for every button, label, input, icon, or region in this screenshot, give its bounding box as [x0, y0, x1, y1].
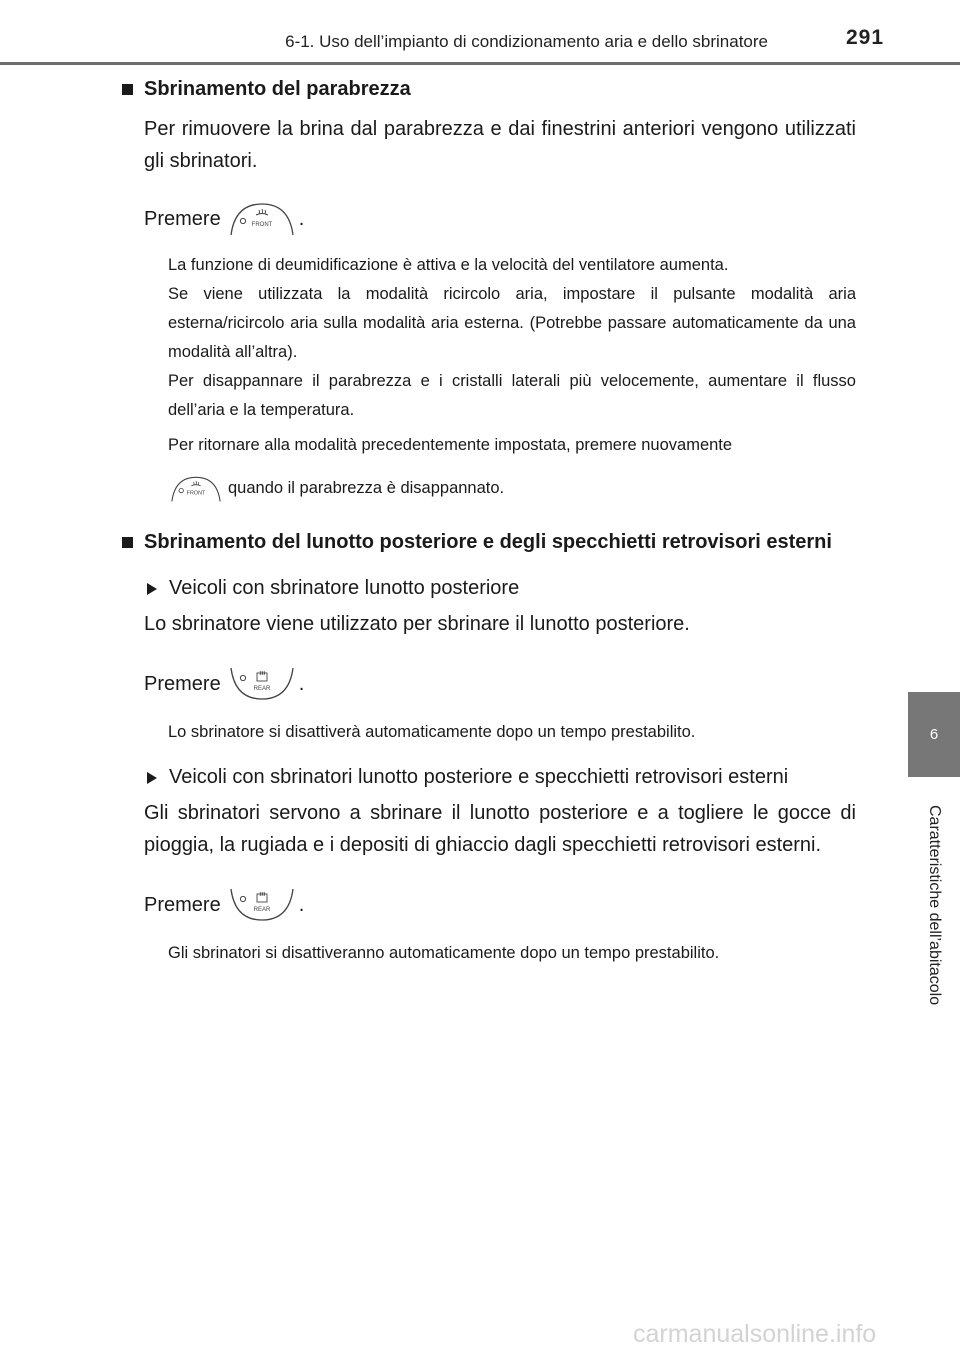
- main-content: Sbrinamento del parabrezza Per rimuovere…: [120, 74, 856, 968]
- front-defroster-button-icon: FRONT: [168, 475, 224, 503]
- rear-sub1-text: Lo sbrinatore viene utilizzato per sbrin…: [144, 613, 690, 635]
- press-suffix: .: [298, 894, 305, 916]
- rear-sub2-heading: Veicoli con sbrinatori lunotto posterior…: [144, 761, 856, 793]
- triangle-bullet-icon: [147, 583, 157, 595]
- press-suffix: .: [298, 673, 305, 695]
- section-title: 6-1. Uso dell’impianto di condizionament…: [285, 32, 768, 51]
- rear-heading: Sbrinamento del lunotto posteriore e deg…: [120, 527, 856, 558]
- windshield-note-4a: Per ritornare alla modalità precedenteme…: [168, 436, 733, 454]
- windshield-note-1: La funzione di deumidificazione è attiva…: [168, 256, 729, 274]
- rear-press-instruction-1: Premere REAR .: [144, 666, 856, 702]
- windshield-heading: Sbrinamento del parabrezza: [120, 74, 856, 105]
- windshield-note-2: Se viene utilizzata la modalità ricircol…: [168, 285, 856, 361]
- rear-button-text: REAR: [253, 686, 270, 692]
- rear-sub1-heading: Veicoli con sbrinatore lunotto posterior…: [144, 572, 856, 604]
- rear-heading-text: Sbrinamento del lunotto posteriore e deg…: [144, 531, 832, 553]
- rear-button-text: REAR: [253, 907, 270, 913]
- press-label: Premere: [144, 208, 221, 230]
- windshield-note-4b: quando il parabrezza è disappannato.: [228, 479, 505, 497]
- chapter-label: Caratteristiche dell’abitacolo: [926, 804, 943, 1006]
- rear-sub1-note: Lo sbrinatore si disattiverà automaticam…: [168, 723, 696, 741]
- press-label: Premere: [144, 673, 221, 695]
- watermark: carmanualsonline.info: [633, 1320, 877, 1348]
- rear-press-instruction-2: Premere REAR .: [144, 887, 856, 923]
- page-number: 291: [846, 26, 885, 49]
- press-suffix: .: [298, 208, 305, 230]
- rear-sub2-note: Gli sbrinatori si disattiveranno automat…: [168, 944, 720, 962]
- square-bullet-icon: [122, 537, 133, 548]
- chapter-label-container: Caratteristiche dell’abitacolo: [908, 780, 960, 1030]
- header-rule: [0, 62, 960, 65]
- front-button-text: FRONT: [187, 490, 206, 496]
- rear-sub1-heading-text: Veicoli con sbrinatore lunotto posterior…: [169, 577, 520, 599]
- chapter-tab: 6: [908, 692, 960, 777]
- chapter-number: 6: [929, 726, 939, 743]
- rear-defroster-button-icon: REAR: [227, 666, 297, 702]
- triangle-bullet-icon: [147, 772, 157, 784]
- rear-defroster-button-icon: REAR: [227, 887, 297, 923]
- front-defroster-button-icon: FRONT: [227, 201, 297, 237]
- square-bullet-icon: [122, 84, 133, 95]
- windshield-note-4b-row: FRONT quando il parabrezza è disappannat…: [168, 474, 856, 503]
- windshield-press-instruction: Premere FRONT .: [144, 201, 856, 237]
- windshield-heading-text: Sbrinamento del parabrezza: [144, 78, 411, 100]
- front-button-text: FRONT: [251, 222, 272, 228]
- rear-sub2-heading-text: Veicoli con sbrinatori lunotto posterior…: [169, 766, 789, 788]
- rear-sub2-text: Gli sbrinatori servono a sbrinare il lun…: [144, 802, 856, 856]
- windshield-intro: Per rimuovere la brina dal parabrezza e …: [144, 118, 856, 172]
- windshield-note-3: Per disappannare il parabrezza e i crist…: [168, 372, 856, 419]
- press-label: Premere: [144, 894, 221, 916]
